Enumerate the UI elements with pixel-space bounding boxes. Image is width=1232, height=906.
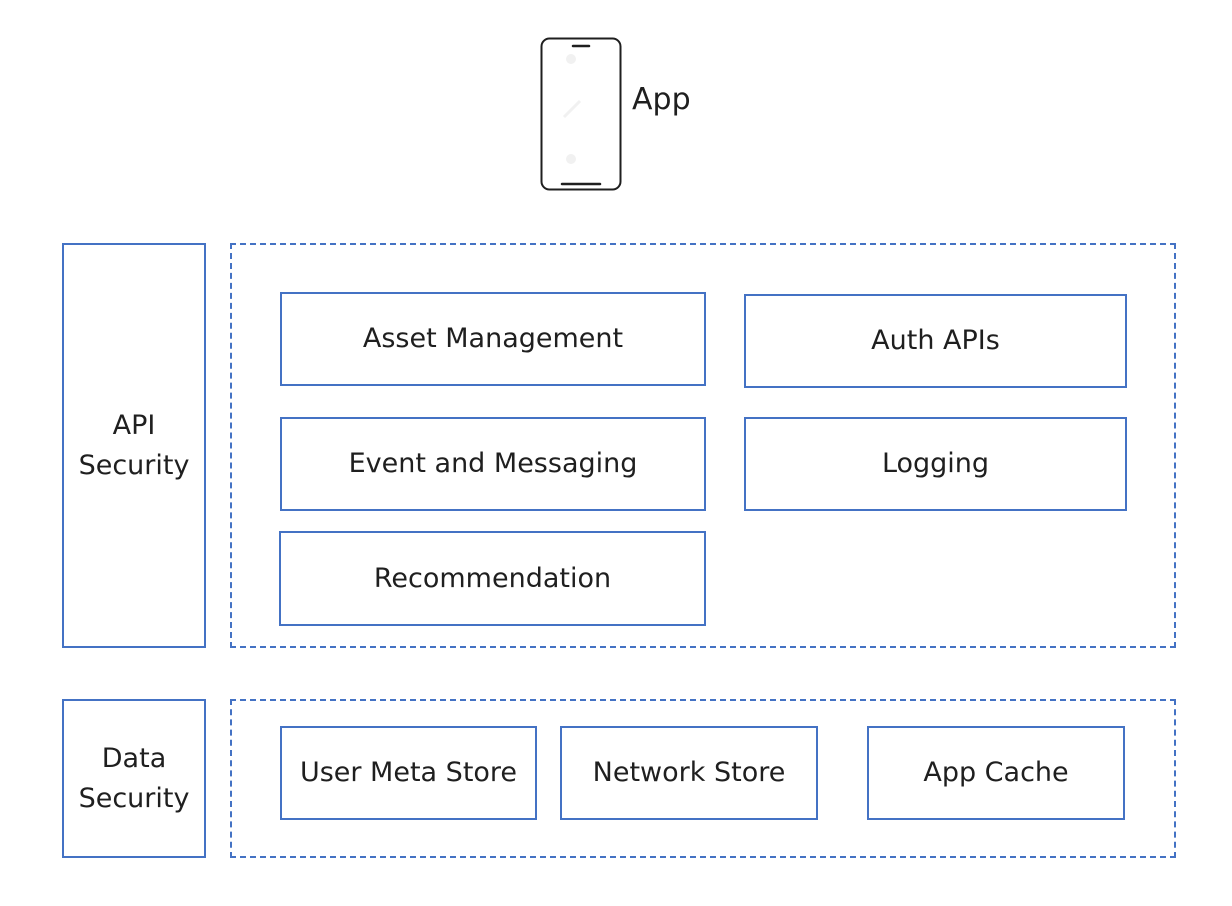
asset-management-label: Asset Management [362,323,624,354]
data-stores-group [230,699,1176,858]
logging-box: Logging [744,417,1127,511]
auth-apis-box: Auth APIs [744,294,1127,388]
user-meta-store-box: User Meta Store [280,726,537,820]
data-security-label-line1: Data [101,742,167,774]
app-cache-box: App Cache [867,726,1125,820]
network-store-box: Network Store [560,726,818,820]
app-cache-label: App Cache [923,757,1069,788]
logging-label: Logging [881,448,990,479]
recommendation-box: Recommendation [279,531,706,626]
api-security-label-line1: API [112,409,156,441]
data-security-box: Data Security [62,699,206,858]
network-store-label: Network Store [592,757,786,788]
api-services-group [230,243,1176,648]
data-security-label-line2: Security [78,782,190,814]
event-and-messaging-box: Event and Messaging [280,417,706,511]
api-security-label-line2: Security [78,449,190,481]
asset-management-box: Asset Management [280,292,706,386]
event-and-messaging-label: Event and Messaging [348,448,638,479]
recommendation-label: Recommendation [373,562,612,594]
auth-apis-label: Auth APIs [871,325,1000,356]
api-security-box: API Security [62,243,206,648]
smartphone-icon [540,37,622,191]
user-meta-store-label: User Meta Store [299,757,518,788]
app-label: App [632,82,691,117]
